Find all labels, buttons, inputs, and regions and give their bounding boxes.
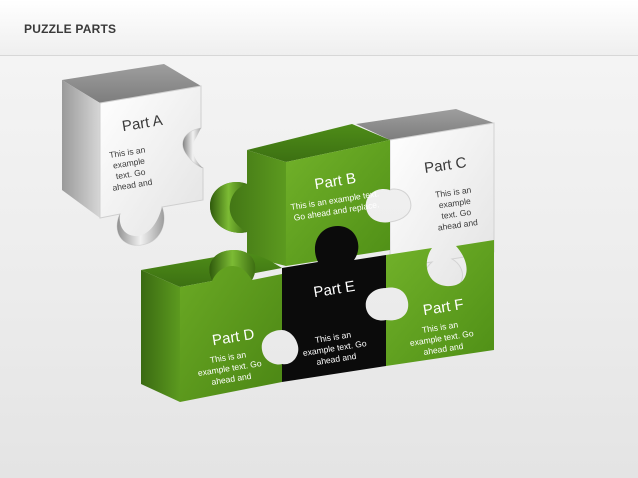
header-bar: PUZZLE PARTS — [0, 0, 638, 56]
piece-d-socket — [209, 250, 256, 281]
piece-b-top-face — [247, 124, 390, 162]
piece-d-side-face — [141, 270, 180, 402]
piece-e-front-face — [282, 226, 386, 382]
piece-a-socket — [182, 128, 203, 168]
puzzle-piece-b: Part B This is an example text. Go ahead… — [210, 124, 390, 266]
piece-d-front-face — [180, 250, 282, 402]
piece-a-side-face — [62, 80, 100, 218]
piece-b-title: Part B — [313, 170, 357, 193]
page-title: PUZZLE PARTS — [24, 22, 117, 36]
puzzle-piece-a: Part A This is an example text. Go ahead… — [62, 64, 204, 246]
piece-b-socket — [210, 182, 247, 233]
piece-a-top-face — [62, 64, 201, 103]
puzzle-piece-f: Part F This is an example text. Go ahead… — [386, 240, 494, 366]
piece-c-text-line: example — [438, 196, 471, 210]
piece-d-title: Part D — [211, 326, 256, 349]
piece-a-title: Part A — [121, 112, 164, 135]
piece-a-knob — [117, 207, 164, 246]
piece-c-title: Part C — [423, 154, 468, 177]
piece-b-front-face — [286, 140, 390, 266]
piece-e-title: Part E — [312, 278, 356, 301]
piece-f-front-face — [386, 240, 494, 366]
puzzle-piece-e: Part E This is an example text. Go ahead… — [282, 226, 386, 382]
piece-c-text-line: text. Go — [441, 207, 472, 221]
piece-e-text: This is an example text. Go ahead and — [302, 329, 367, 367]
piece-c-top-face — [356, 109, 494, 140]
piece-a-text-line: text. Go — [115, 167, 146, 182]
puzzle-piece-d: Part D This is an example text. Go ahead… — [141, 250, 282, 402]
piece-f-title: Part F — [422, 296, 465, 319]
piece-b-side-face — [210, 150, 286, 266]
